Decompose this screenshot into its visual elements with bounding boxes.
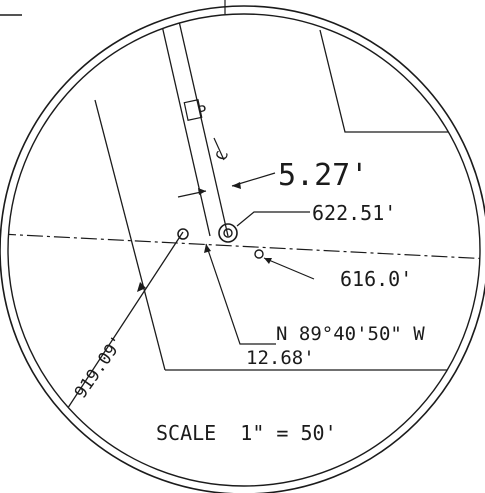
block-boundary-upper [319, 29, 480, 133]
radial-arrow [137, 282, 146, 292]
strip-left-line [157, 14, 211, 237]
bearing-leader [205, 243, 276, 345]
left-diagonal-line [94, 99, 166, 371]
survey-point-center-outer [218, 223, 238, 243]
bearing-arrow [204, 244, 211, 253]
centerline [8, 233, 480, 260]
offset-arrow-left [198, 188, 206, 195]
radial-line [59, 231, 184, 421]
offset-arrow-right [232, 182, 241, 189]
survey-point-left [177, 228, 189, 240]
elev-bottom-leader [263, 257, 315, 280]
pole-marker-line [213, 137, 225, 161]
scale-label: SCALE 1" = 50' [156, 421, 337, 445]
pole-mark-lower: C [212, 149, 232, 162]
pole-mark-upper: P [196, 101, 209, 120]
elevation-bottom-label: 616.0' [340, 267, 412, 291]
strip-right-line [175, 14, 229, 237]
pole-marker-box [183, 99, 203, 121]
elevation-top-label: 622.51' [312, 201, 396, 225]
bearing-label: N 89°40'50" W [276, 323, 425, 345]
elev-bottom-arrow [264, 258, 272, 264]
survey-point-right [254, 249, 264, 259]
elev-top-leader [236, 211, 310, 227]
offset-distance-label: 5.27' [278, 158, 368, 193]
radial-distance-label: 919.09' [71, 332, 128, 402]
survey-point-center-inner [223, 228, 233, 238]
bearing-distance-label: 12.68' [246, 347, 315, 369]
inner-circle [7, 13, 481, 487]
outer-circle [0, 5, 485, 493]
